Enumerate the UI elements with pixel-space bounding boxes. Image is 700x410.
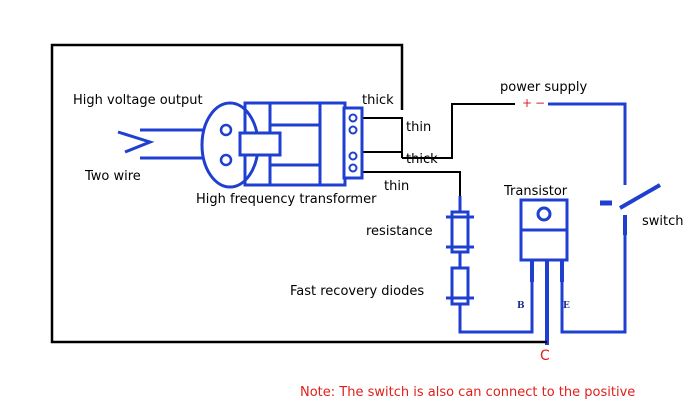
pin-e-label: E <box>563 301 570 311</box>
supply-negative-wire <box>548 102 627 185</box>
label-hf-transformer: High frequency transformer <box>196 192 377 207</box>
transformer-terminal-block <box>342 106 364 180</box>
polarity-plus: + <box>522 96 533 110</box>
outer-loop-wire <box>50 43 540 344</box>
transistor-body <box>519 228 569 262</box>
label-transistor: Transistor <box>504 184 568 199</box>
pin-b-label: B <box>517 301 525 311</box>
diode-to-base-wire <box>458 280 534 334</box>
pin-c-label: C <box>540 348 550 364</box>
label-thick-mid: thick <box>406 152 438 167</box>
note-text: Note: The switch is also can connect to … <box>300 385 636 400</box>
polarity-minus: − <box>535 96 546 110</box>
spark-icon <box>117 130 155 154</box>
label-resistance: resistance <box>366 224 433 239</box>
label-thick-top: thick <box>362 93 394 108</box>
switch-blade <box>619 183 661 210</box>
switch-to-emitter-wire <box>560 235 627 334</box>
label-high-voltage-output: High voltage output <box>73 93 203 108</box>
label-switch: switch <box>642 214 684 229</box>
label-two-wire: Two wire <box>85 169 141 184</box>
label-thin-bottom: thin <box>384 179 410 194</box>
label-fast-recovery-diodes: Fast recovery diodes <box>290 284 425 299</box>
label-thin-top: thin <box>406 120 432 135</box>
thick-wire-to-supply <box>402 103 515 159</box>
thin-wire-to-supply <box>360 117 403 158</box>
label-power-supply: power supply <box>500 80 588 95</box>
